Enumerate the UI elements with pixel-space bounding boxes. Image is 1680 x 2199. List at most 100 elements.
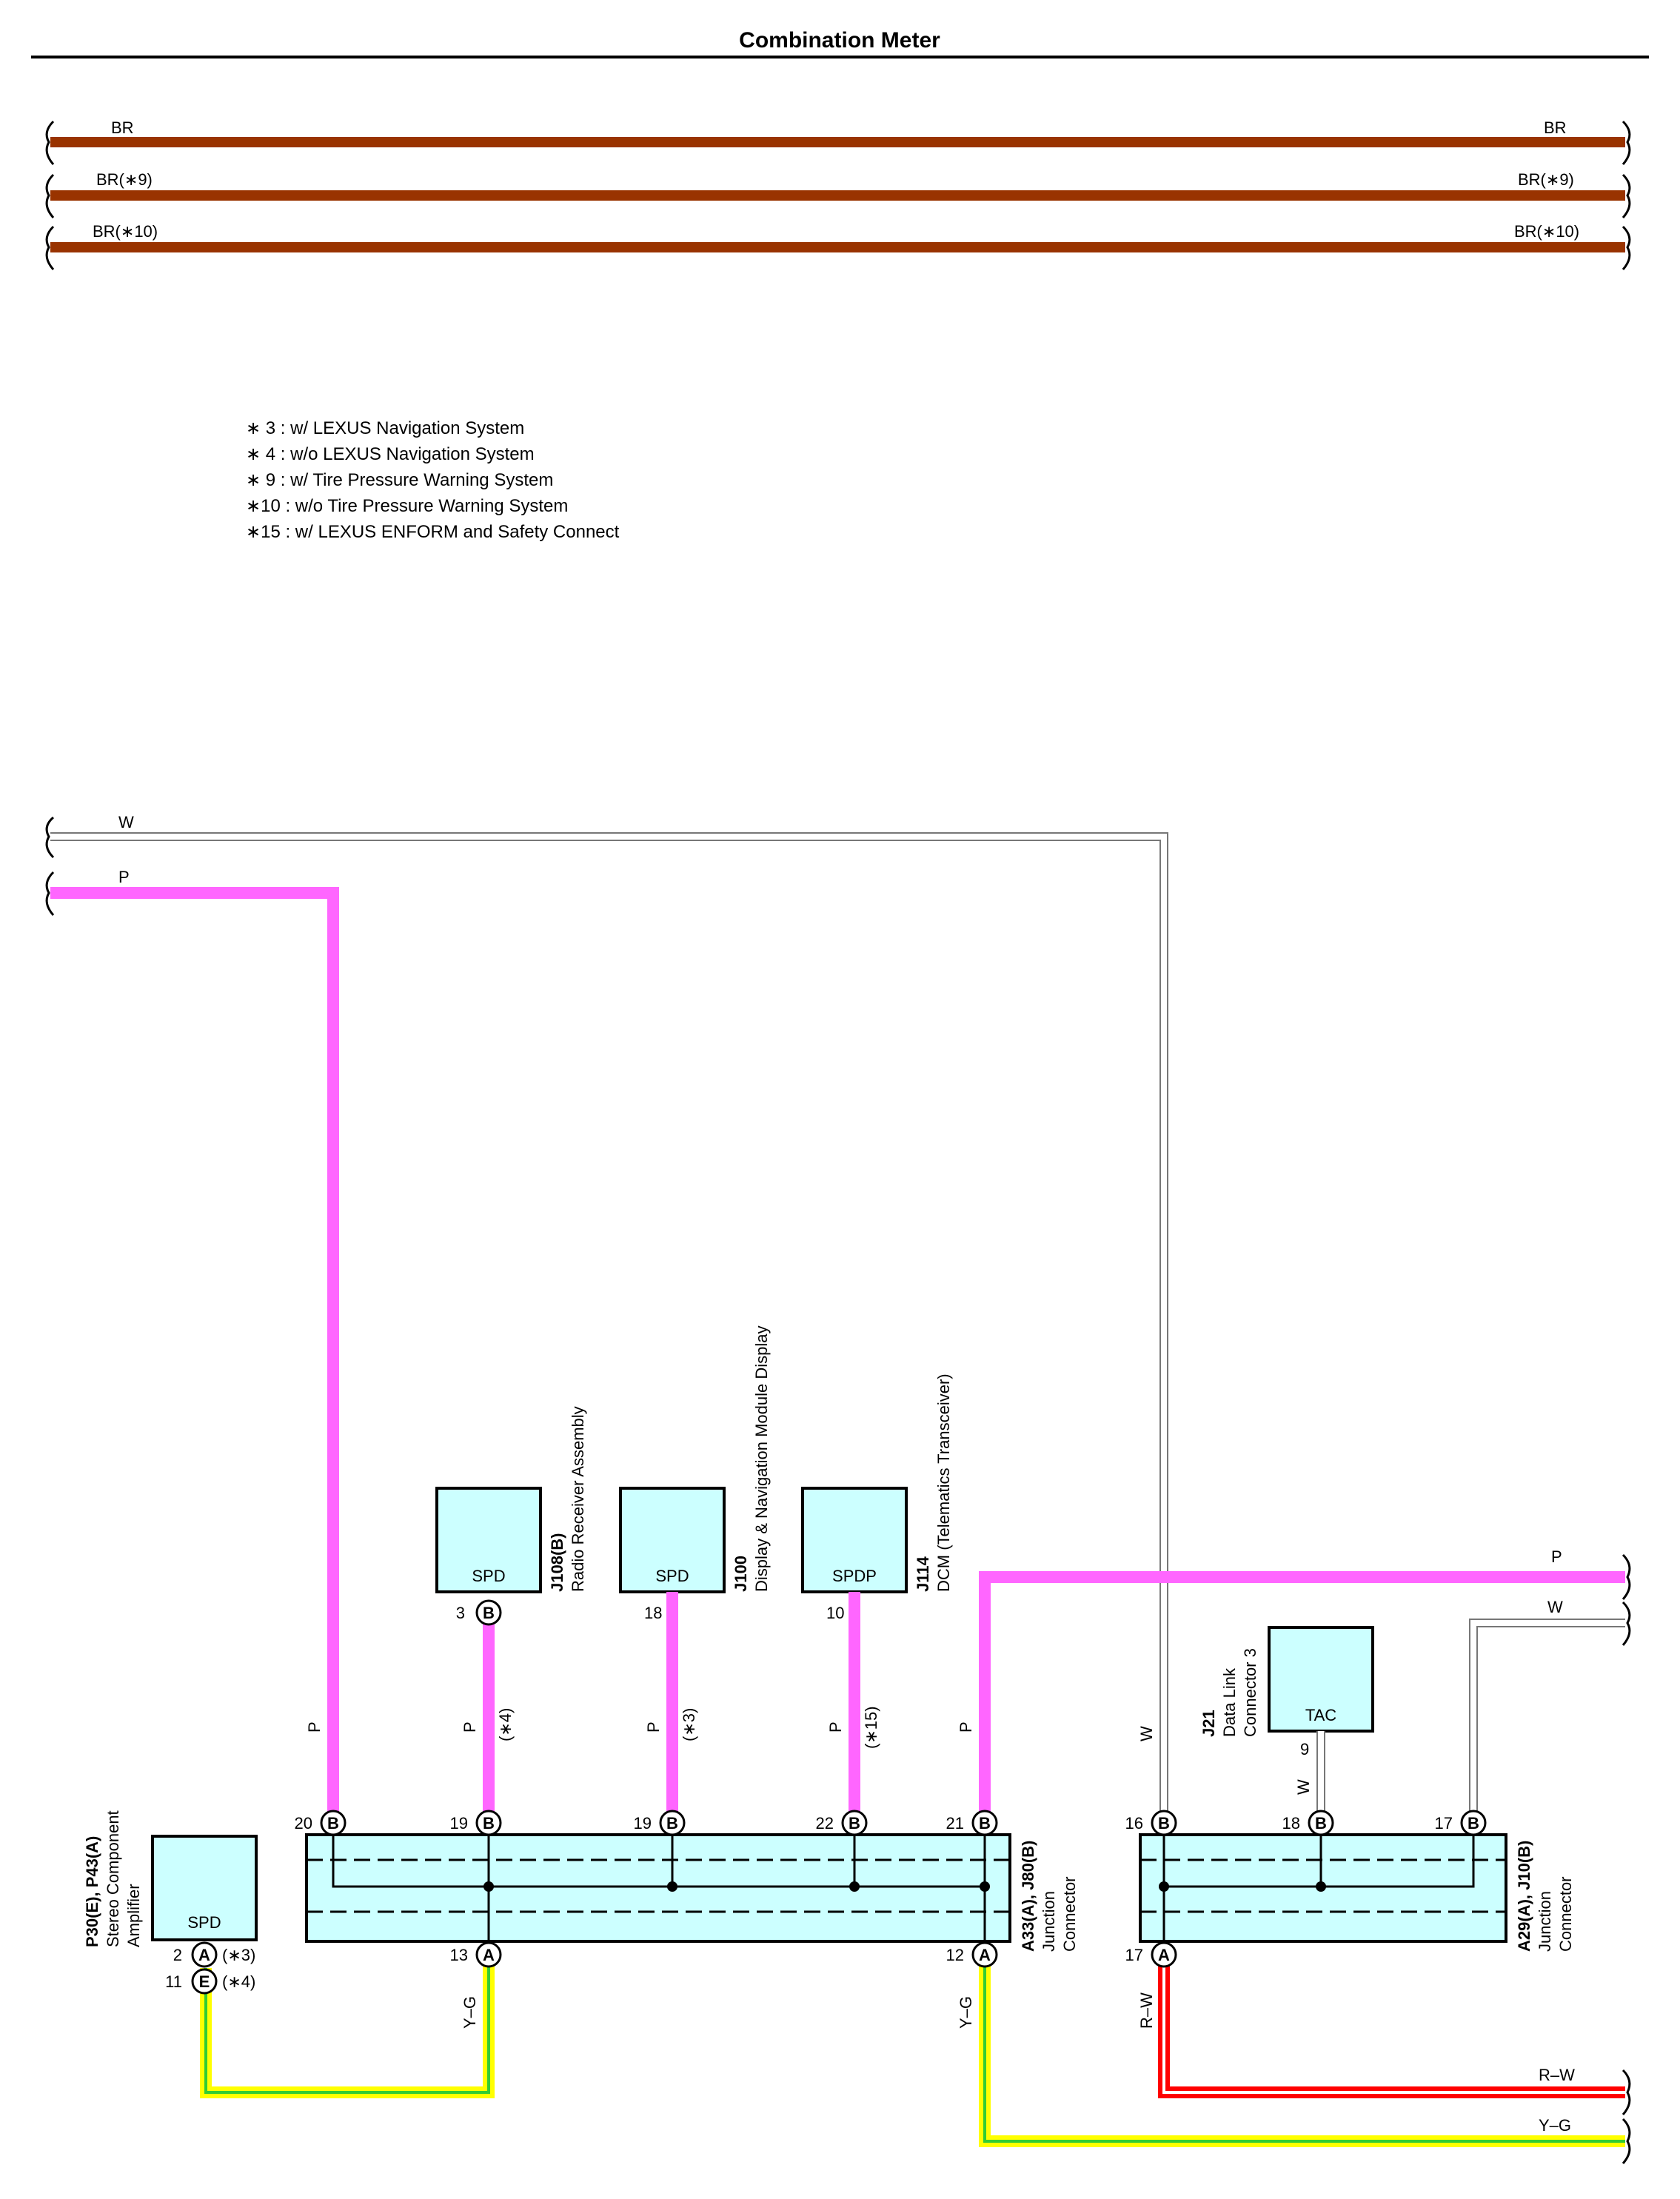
pin-number: 10 (826, 1604, 844, 1622)
connector-pin-icon (475, 1941, 502, 1968)
wire-w-left: W (50, 813, 1168, 1814)
wire-w-right: W (1469, 1598, 1625, 1814)
top-wire-br-9: BR(∗9) BR(∗9) (50, 170, 1625, 201)
data-link-connector-3: TAC J21 Data Link Connector 3 9 W (1199, 1626, 1374, 1814)
connector-letter: B (979, 1814, 991, 1832)
pin-number: 18 (644, 1604, 662, 1622)
wire-color-label: W (1137, 1726, 1156, 1741)
wire-color-label: W (1294, 1779, 1313, 1795)
component-code: P30(E), P43(A) (83, 1836, 101, 1947)
wire-label: Y–G (1539, 2116, 1571, 2135)
connector-pin-icon (1308, 1810, 1334, 1836)
connector-letter: B (849, 1814, 860, 1832)
pin-number: 17 (1435, 1814, 1453, 1832)
wire-label: P (118, 868, 130, 886)
note-item: ∗ 3 : w/ LEXUS Navigation System (246, 418, 524, 438)
pin-number: 22 (816, 1814, 834, 1832)
continuation-brace-icon (45, 120, 1631, 270)
connector-letter: A (198, 1946, 210, 1964)
wire-label: W (1547, 1598, 1563, 1616)
pin-number: 9 (1300, 1740, 1309, 1758)
wire-label: W (118, 813, 134, 831)
pin-number: 20 (295, 1814, 312, 1832)
connector-pin-icon (659, 1810, 686, 1836)
connector-letter: E (199, 1972, 210, 1991)
wire-label: BR(∗10) (1514, 222, 1579, 241)
pin-number: 13 (450, 1946, 468, 1964)
connector-letter: B (483, 1604, 495, 1622)
pin-number: 21 (946, 1814, 964, 1832)
condition-label: (∗3) (222, 1946, 255, 1964)
wire-yg-amplifier: Y–G (200, 1955, 495, 2098)
component-code: J100 (732, 1556, 750, 1592)
top-wire-br-10: BR(∗10) BR(∗10) (50, 222, 1625, 252)
component-code: A33(A), J80(B) (1019, 1841, 1037, 1952)
pin-number: 19 (634, 1814, 652, 1832)
wire-color-label: P (305, 1721, 324, 1733)
display-navigation-module: SPD J100 Display & Navigation Module Dis… (619, 1326, 771, 1814)
dcm-telematics-transceiver: SPDP J114 DCM (Telematics Transceiver) 1… (801, 1373, 953, 1814)
connector-letter: B (327, 1814, 339, 1832)
component-name: Connector 3 (1241, 1648, 1259, 1737)
terminal-label: TAC (1305, 1706, 1336, 1724)
connector-letter: B (483, 1814, 495, 1832)
top-wire-br: BR BR (50, 118, 1625, 147)
condition-label: (∗4) (222, 1972, 255, 1991)
connector-letter: A (979, 1946, 991, 1964)
connector-pin-icon (475, 1810, 502, 1836)
wire-label: BR(∗9) (1518, 170, 1574, 189)
connector-pin-icon (191, 1941, 218, 1968)
note-item: ∗ 4 : w/o LEXUS Navigation System (246, 444, 535, 464)
wire-label: BR(∗9) (96, 170, 153, 189)
connector-pin-icon (971, 1810, 998, 1836)
pin-number: 3 (456, 1604, 465, 1622)
condition-label: (∗15) (862, 1706, 880, 1749)
connector-letter: B (1468, 1814, 1479, 1832)
radio-receiver-assembly: SPD J108(B) Radio Receiver Assembly B 3 … (435, 1406, 587, 1814)
component-name: Junction (1536, 1891, 1554, 1952)
connector-pin-icon (1460, 1810, 1487, 1836)
component-code: J21 (1199, 1710, 1218, 1737)
wire-color-label: P (826, 1721, 845, 1733)
wire-label: BR(∗10) (93, 222, 158, 241)
terminal-label: SPD (187, 1913, 221, 1932)
wire-color-label: P (644, 1721, 663, 1733)
notes-list: ∗ 3 : w/ LEXUS Navigation System ∗ 4 : w… (246, 418, 620, 542)
pin-number: 16 (1125, 1814, 1143, 1832)
connector-letter: B (666, 1814, 678, 1832)
wire-label: BR (1544, 118, 1567, 137)
connector-letter: B (1158, 1814, 1170, 1832)
junction-connector-a33-j80: A33(A), J80(B) Junction Connector B 20 B… (295, 1810, 1079, 1968)
pin-number: 19 (450, 1814, 468, 1832)
connector-pin-icon (1151, 1941, 1177, 1968)
wire-p-right: P P (957, 1547, 1625, 1814)
note-item: ∗15 : w/ LEXUS ENFORM and Safety Connect (246, 522, 620, 542)
wire-color-label: R–W (1137, 1992, 1156, 2029)
component-name: Display & Navigation Module Display (752, 1326, 771, 1593)
component-name: Junction (1040, 1891, 1058, 1952)
pin-number: 12 (946, 1946, 964, 1964)
pin-number: 17 (1125, 1946, 1143, 1964)
connector-letter: B (1315, 1814, 1327, 1832)
component-name: Data Link (1220, 1667, 1239, 1737)
stereo-component-amplifier: SPD P30(E), P43(A) Stereo Component Ampl… (83, 1810, 258, 1995)
pin-number: 2 (173, 1946, 182, 1964)
condition-label: (∗3) (680, 1708, 698, 1741)
component-code: A29(A), J10(B) (1515, 1841, 1533, 1952)
component-code: J114 (914, 1556, 932, 1592)
connector-pin-icon (1151, 1810, 1177, 1836)
terminal-label: SPD (472, 1567, 505, 1585)
component-name: Radio Receiver Assembly (569, 1406, 587, 1592)
continuation-brace-icon (1622, 1553, 1631, 2164)
wire-rw-right: R–W R–W (1137, 1955, 1625, 2098)
wire-p-left: P (50, 868, 339, 1814)
wire-yg-right: Y–G Y–G (957, 1955, 1625, 2147)
continuation-brace-icon (45, 816, 55, 916)
wire-color-label: P (957, 1721, 975, 1733)
terminal-label: SPD (655, 1567, 689, 1585)
component-name: DCM (Telematics Transceiver) (934, 1373, 953, 1592)
condition-label: (∗4) (496, 1708, 515, 1741)
wire-color-label: Y–G (957, 1996, 975, 2029)
pin-number: 11 (165, 1972, 182, 1991)
connector-pin-icon (191, 1968, 218, 1995)
